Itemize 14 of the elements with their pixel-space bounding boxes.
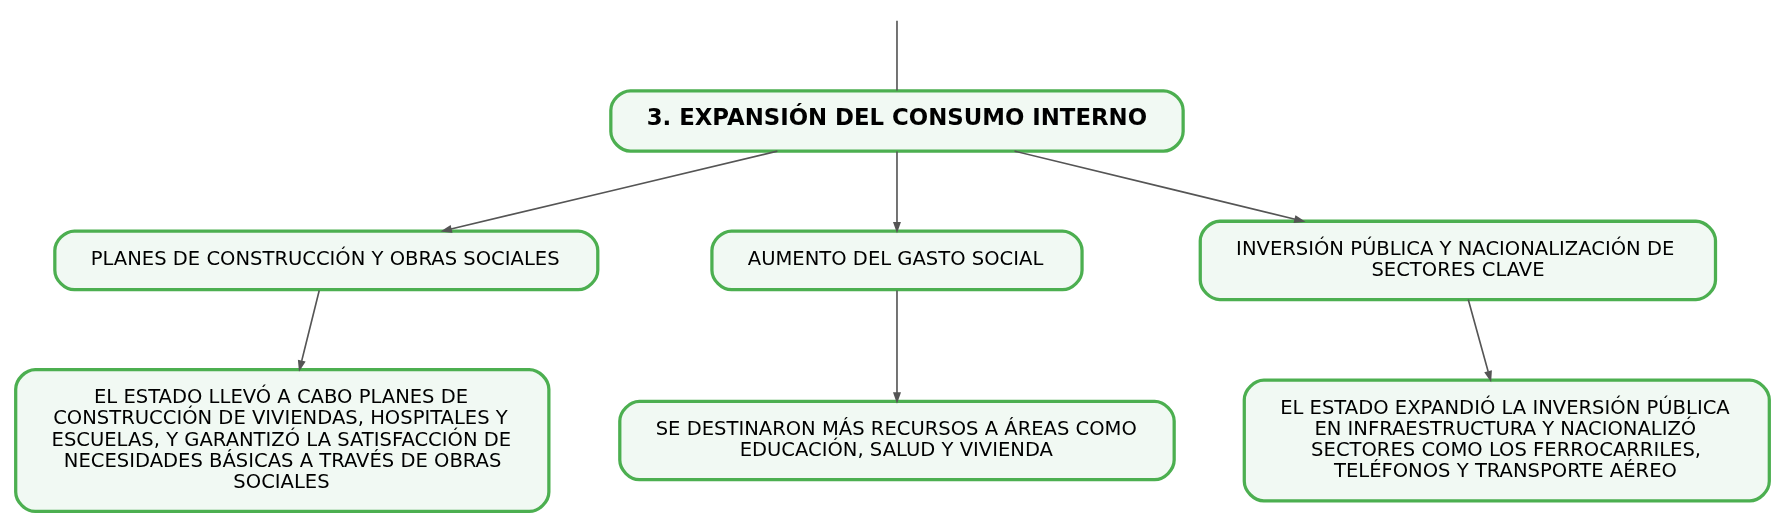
arrow bbox=[1467, 298, 1492, 382]
node-box: AUMENTO DEL GASTO SOCIAL bbox=[710, 228, 1084, 291]
arrow bbox=[1013, 149, 1306, 223]
node-box: INVERSIÓN PÚBLICA Y NACIONALIZACIÓN DE SECTORES CLAVE bbox=[1198, 219, 1718, 301]
node-box: PLANES DE CONSTRUCCIÓN Y OBRAS SOCIALES bbox=[53, 228, 600, 291]
node-box: EL ESTADO EXPANDIÓ LA INVERSIÓN PÚBLICA EN INFRAESTRUCTURA Y NACIONALIZÓ SECTORES COMO LOS FERROCARRILES, TELÉFONOS Y TRANSPORTE AÉREO bbox=[1242, 378, 1771, 502]
arrow bbox=[893, 150, 901, 233]
arrow bbox=[893, 289, 901, 404]
arrow bbox=[297, 289, 321, 372]
connector bbox=[896, 19, 898, 91]
node-box: EL ESTADO LLEVÓ A CABO PLANES DE CONSTRUCCIÓN DE VIVIENDAS, HOSPITALES Y ESCUELAS, Y GARANTIZÓ LA SATISFACCIÓN DE NECESIDADES BÁSICAS A TRAVÉS DE OBRAS SOCIALES bbox=[14, 367, 551, 513]
node-box: SE DESTINARON MÁS RECURSOS A ÁREAS COMO EDUCACIÓN, SALUD Y VIVIENDA bbox=[618, 399, 1176, 481]
arrow bbox=[440, 149, 779, 233]
node-box: 3. EXPANSIÓN DEL CONSUMO INTERNO bbox=[609, 88, 1185, 153]
